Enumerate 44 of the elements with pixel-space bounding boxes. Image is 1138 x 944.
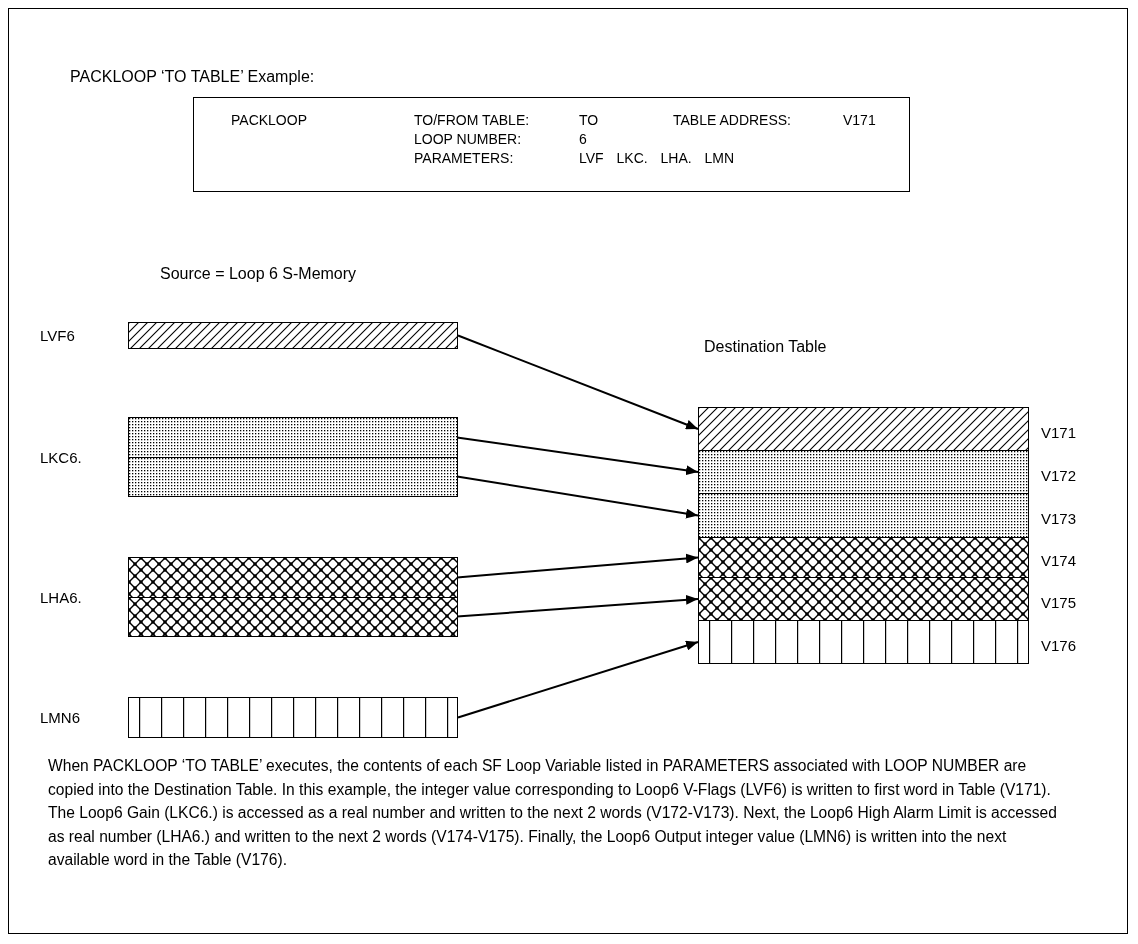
bar-label: V176 <box>1041 636 1077 654</box>
memory-bar <box>128 417 458 497</box>
memory-word <box>129 558 457 597</box>
field-label: TABLE ADDRESS: <box>673 112 791 128</box>
arrow <box>456 436 699 476</box>
table-word <box>698 450 1029 494</box>
bar-label: V174 <box>1041 552 1077 569</box>
field-label: LOOP NUMBER: <box>414 131 522 147</box>
field-value: LVF LKC. LHA. LMN <box>579 150 735 166</box>
arrow <box>457 640 699 719</box>
bar-label: LVF6 <box>40 327 75 344</box>
source-heading: Source = Loop 6 S-Memory <box>160 265 357 283</box>
node-text: Destination Table <box>704 338 827 356</box>
diagram-title: PACKLOOP ‘TO TABLE’ Example: <box>70 68 315 86</box>
table-word <box>698 407 1029 451</box>
bar-label: LMN6 <box>40 709 80 726</box>
arrow <box>456 553 699 579</box>
bar-label: LHA6. <box>40 588 82 606</box>
table-word <box>698 493 1029 538</box>
memory-bar <box>128 557 458 637</box>
memory-word <box>129 457 457 496</box>
command-name: PACKLOOP <box>231 112 307 128</box>
memory-word <box>129 597 457 636</box>
field-value: 6 <box>579 131 587 147</box>
memory-bar <box>128 322 458 349</box>
field-value: TO <box>579 112 599 128</box>
table-word <box>698 537 1029 578</box>
memory-word <box>129 418 457 457</box>
field-label: PARAMETERS: <box>414 150 514 166</box>
field-value: V171 <box>843 112 876 128</box>
bar-label: V175 <box>1041 593 1077 611</box>
bar-label: V171 <box>1041 423 1077 441</box>
arrow <box>457 334 699 430</box>
arrow <box>456 475 699 519</box>
table-word <box>698 620 1029 664</box>
memory-bar <box>128 697 458 738</box>
field-label: TO/FROM TABLE: <box>414 112 530 128</box>
description-paragraph: When PACKLOOP ‘TO TABLE’ executes, the contents of each SF Loop Variable listed in PARAMETERS associated with LOOP NUMBER are copied into the Destination Table. In this example, the integer value corresponding to Loop6 V-Flags (LVF6) is written to first word in Table (V171). The Loop6 Gain (LKC6.) is accessed as a real number and written to the next 2 words (V172-V173). Next, the Loop6 High Alarm Limit is accessed as real number (LHA6.) and written to the next 2 words (V174-V175). Finally, the Loop6 Output integer value (LMN6) is written into the next available word in the Table (V176). <box>48 756 1058 870</box>
bar-label: V172 <box>1041 466 1077 484</box>
command-box <box>193 97 910 192</box>
arrow <box>456 594 699 618</box>
table-word <box>698 577 1029 621</box>
bar-label: LKC6. <box>40 448 82 466</box>
bar-label: V173 <box>1041 510 1077 527</box>
